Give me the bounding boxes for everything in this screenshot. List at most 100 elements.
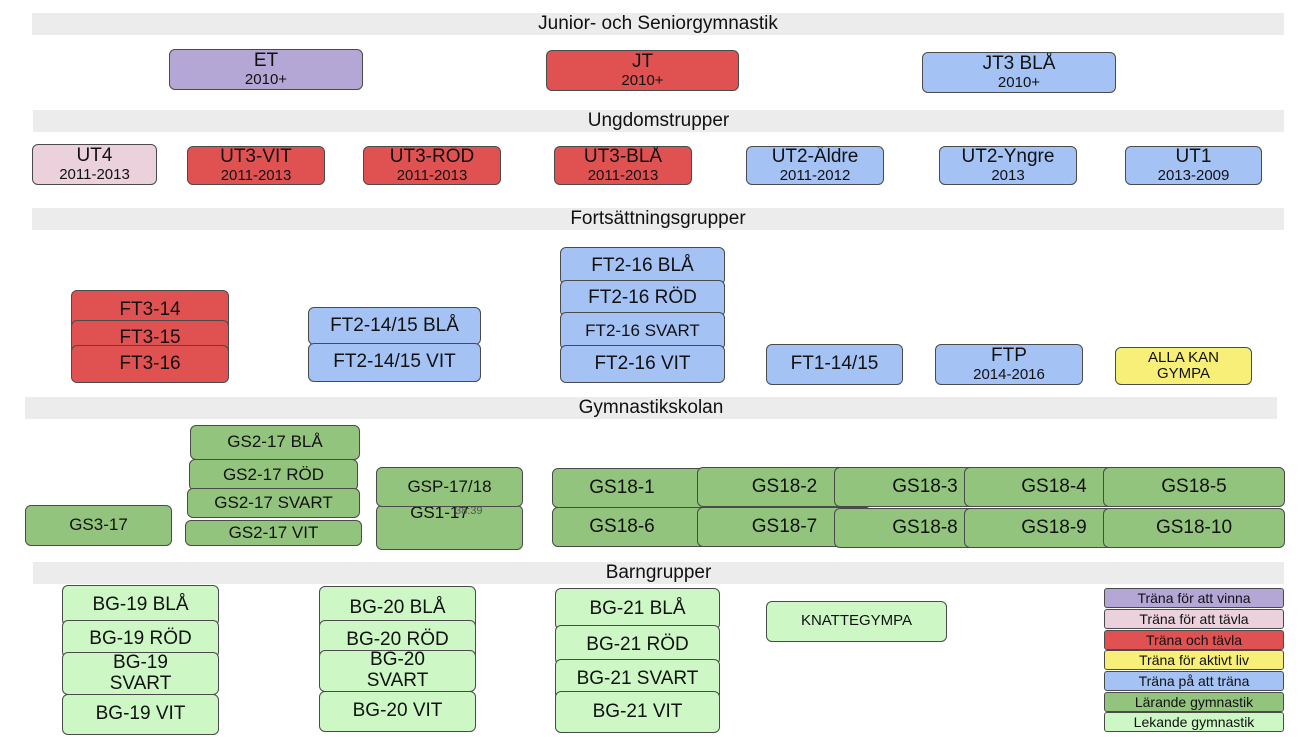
legend-item: Lärande gymnastik bbox=[1104, 692, 1284, 712]
group-years: 2011-2012 bbox=[779, 166, 851, 184]
group-name: BG-20 BLÅ bbox=[349, 596, 446, 618]
legend-item: Träna för aktivt liv bbox=[1104, 650, 1284, 670]
group-name: FTP bbox=[991, 345, 1027, 367]
group-bg-21-vit: BG-21 VIT bbox=[555, 691, 720, 733]
group-name: UT3-VIT bbox=[220, 146, 292, 168]
section-header-barngrupper: Barngrupper bbox=[33, 562, 1284, 584]
group-alla-kan-gympa: ALLA KAN GYMPA bbox=[1115, 347, 1252, 385]
group-bg-19-bla: BG-19 BLÅ bbox=[62, 585, 219, 626]
group-name: BG-21 SVART bbox=[576, 668, 699, 690]
section-header-ungdom: Ungdomstrupper bbox=[33, 110, 1284, 132]
group-ut2-aldre: UT2-Äldre 2011-2012 bbox=[746, 146, 884, 185]
group-gs3-17: GS3-17 bbox=[25, 505, 172, 546]
group-jt: JT 2010+ bbox=[546, 50, 739, 91]
group-gs2-17-rod: GS2-17 RÖD bbox=[189, 459, 358, 491]
group-name: UT3-RÖD bbox=[389, 146, 475, 168]
group-bg-21-bla: BG-21 BLÅ bbox=[555, 588, 720, 630]
group-name: ALLA KAN GYMPA bbox=[1148, 348, 1219, 382]
group-name: UT1 bbox=[1175, 146, 1212, 168]
group-name: BG-20 RÖD bbox=[346, 628, 449, 650]
group-name: BG-21 RÖD bbox=[586, 633, 689, 655]
group-ft2-16-svart: FT2-16 SVART bbox=[560, 312, 725, 350]
section-header-gymnastikskolan: Gymnastikskolan bbox=[25, 397, 1277, 419]
group-years: 2011-2013 bbox=[587, 166, 659, 184]
group-gs2-17-vit: GS2-17 VIT bbox=[185, 520, 362, 546]
group-ut3-vit: UT3-VIT 2011-2013 bbox=[187, 146, 325, 185]
group-name: GS18-6 bbox=[589, 515, 655, 537]
group-name: GS18-9 bbox=[1021, 516, 1087, 538]
group-jt3-bla: JT3 BLÅ 2010+ bbox=[922, 52, 1116, 93]
group-bg-19-rod: BG-19 RÖD bbox=[62, 620, 219, 658]
group-name: BG-20 VIT bbox=[352, 700, 443, 722]
group-gs2-17-bla: GS2-17 BLÅ bbox=[190, 425, 360, 460]
group-name: GS18-1 bbox=[589, 476, 655, 498]
group-ut2-yngre: UT2-Yngre 2013 bbox=[939, 146, 1077, 185]
group-name: FT2-16 RÖD bbox=[588, 287, 697, 309]
group-name: GS18-3 bbox=[892, 475, 958, 497]
group-name: BG-19 BLÅ bbox=[92, 594, 189, 616]
group-name: GS2-17 RÖD bbox=[222, 464, 325, 484]
group-name: GS2-17 VIT bbox=[228, 522, 319, 542]
group-bg-20-svart: BG-20 SVART bbox=[319, 650, 476, 692]
group-ft2-16-bla: FT2-16 BLÅ bbox=[560, 247, 725, 285]
group-name: UT2-Yngre bbox=[961, 146, 1055, 168]
group-ft1-14-15: FT1-14/15 bbox=[766, 344, 903, 385]
group-name: GS2-17 SVART bbox=[214, 492, 333, 512]
group-name: GS1-17 bbox=[410, 505, 469, 522]
group-years: 2011-2013 bbox=[220, 166, 292, 184]
group-ft2-14-15-bla: FT2-14/15 BLÅ bbox=[308, 307, 481, 345]
group-name: GSP-17/18 bbox=[407, 476, 492, 496]
group-ut3-bla: UT3-BLÅ 2011-2013 bbox=[554, 146, 692, 185]
group-knattegympa: KNATTEGYMPA bbox=[766, 601, 947, 642]
section-header-junior: Junior- och Seniorgymnastik bbox=[32, 13, 1284, 35]
group-name: KNATTEGYMPA bbox=[800, 612, 913, 630]
group-name: FT2-14/15 BLÅ bbox=[330, 314, 459, 336]
group-name: BG-19 SVART bbox=[109, 652, 172, 694]
group-bg-21-rod: BG-21 RÖD bbox=[555, 625, 720, 665]
group-name: BG-21 VIT bbox=[592, 700, 683, 722]
group-gs18-10: GS18-10 bbox=[1103, 508, 1285, 548]
time-stamp: 38:39 bbox=[455, 505, 483, 517]
group-years: 2010+ bbox=[621, 71, 664, 89]
group-name: UT2-Äldre bbox=[771, 146, 859, 168]
group-name: FT3-15 bbox=[119, 326, 181, 348]
group-name: FT2-16 SVART bbox=[585, 320, 700, 340]
group-ut1: UT1 2013-2009 bbox=[1125, 146, 1262, 185]
legend-item: Träna för att tävla bbox=[1104, 609, 1284, 629]
group-name: FT3-16 bbox=[119, 352, 181, 374]
group-name: JT3 BLÅ bbox=[982, 53, 1056, 75]
group-name: GS18-2 bbox=[751, 475, 818, 497]
group-ft2-14-15-vit: FT2-14/15 VIT bbox=[308, 343, 481, 382]
group-years: 2013-2009 bbox=[1157, 166, 1230, 184]
group-name: FT2-14/15 VIT bbox=[333, 351, 456, 373]
group-name: FT1-14/15 bbox=[790, 353, 879, 375]
legend-item: Träna och tävla bbox=[1104, 630, 1284, 650]
group-years: 2014-2016 bbox=[973, 365, 1045, 383]
group-years: 2011-2013 bbox=[59, 165, 130, 183]
group-et: ET 2010+ bbox=[169, 49, 363, 90]
legend-item: Träna på att träna bbox=[1104, 671, 1284, 691]
section-header-fortsattning: Fortsättningsgrupper bbox=[32, 208, 1284, 230]
group-name: ET bbox=[253, 50, 279, 72]
group-name: FT3-14 bbox=[119, 298, 181, 320]
group-name: GS18-5 bbox=[1161, 475, 1227, 497]
group-name: FT2-16 BLÅ bbox=[591, 254, 694, 276]
group-bg-19-vit: BG-19 VIT bbox=[62, 694, 219, 735]
group-years: 2010+ bbox=[244, 70, 288, 88]
group-name: GS3-17 bbox=[69, 515, 128, 535]
group-name: GS2-17 BLÅ bbox=[227, 432, 323, 452]
group-gsp-17-18: GSP-17/18 bbox=[376, 467, 523, 507]
legend-item: Lekande gymnastik bbox=[1104, 712, 1284, 732]
group-bg-19-svart: BG-19 SVART bbox=[62, 652, 219, 695]
group-name: FT2-16 VIT bbox=[594, 352, 691, 374]
legend-item: Träna för att vinna bbox=[1104, 588, 1284, 608]
group-name: JT bbox=[631, 51, 654, 73]
group-ftp: FTP 2014-2016 bbox=[935, 344, 1083, 385]
group-gs18-5: GS18-5 bbox=[1103, 467, 1285, 507]
group-ft3-16: FT3-16 bbox=[71, 345, 229, 383]
group-gs1-17: GS1-17 bbox=[376, 505, 523, 550]
group-ut4: UT4 2011-2013 bbox=[32, 144, 157, 185]
group-name: GS18-8 bbox=[892, 516, 958, 538]
group-years: 2011-2013 bbox=[396, 166, 468, 184]
group-name: BG-21 BLÅ bbox=[589, 597, 686, 619]
